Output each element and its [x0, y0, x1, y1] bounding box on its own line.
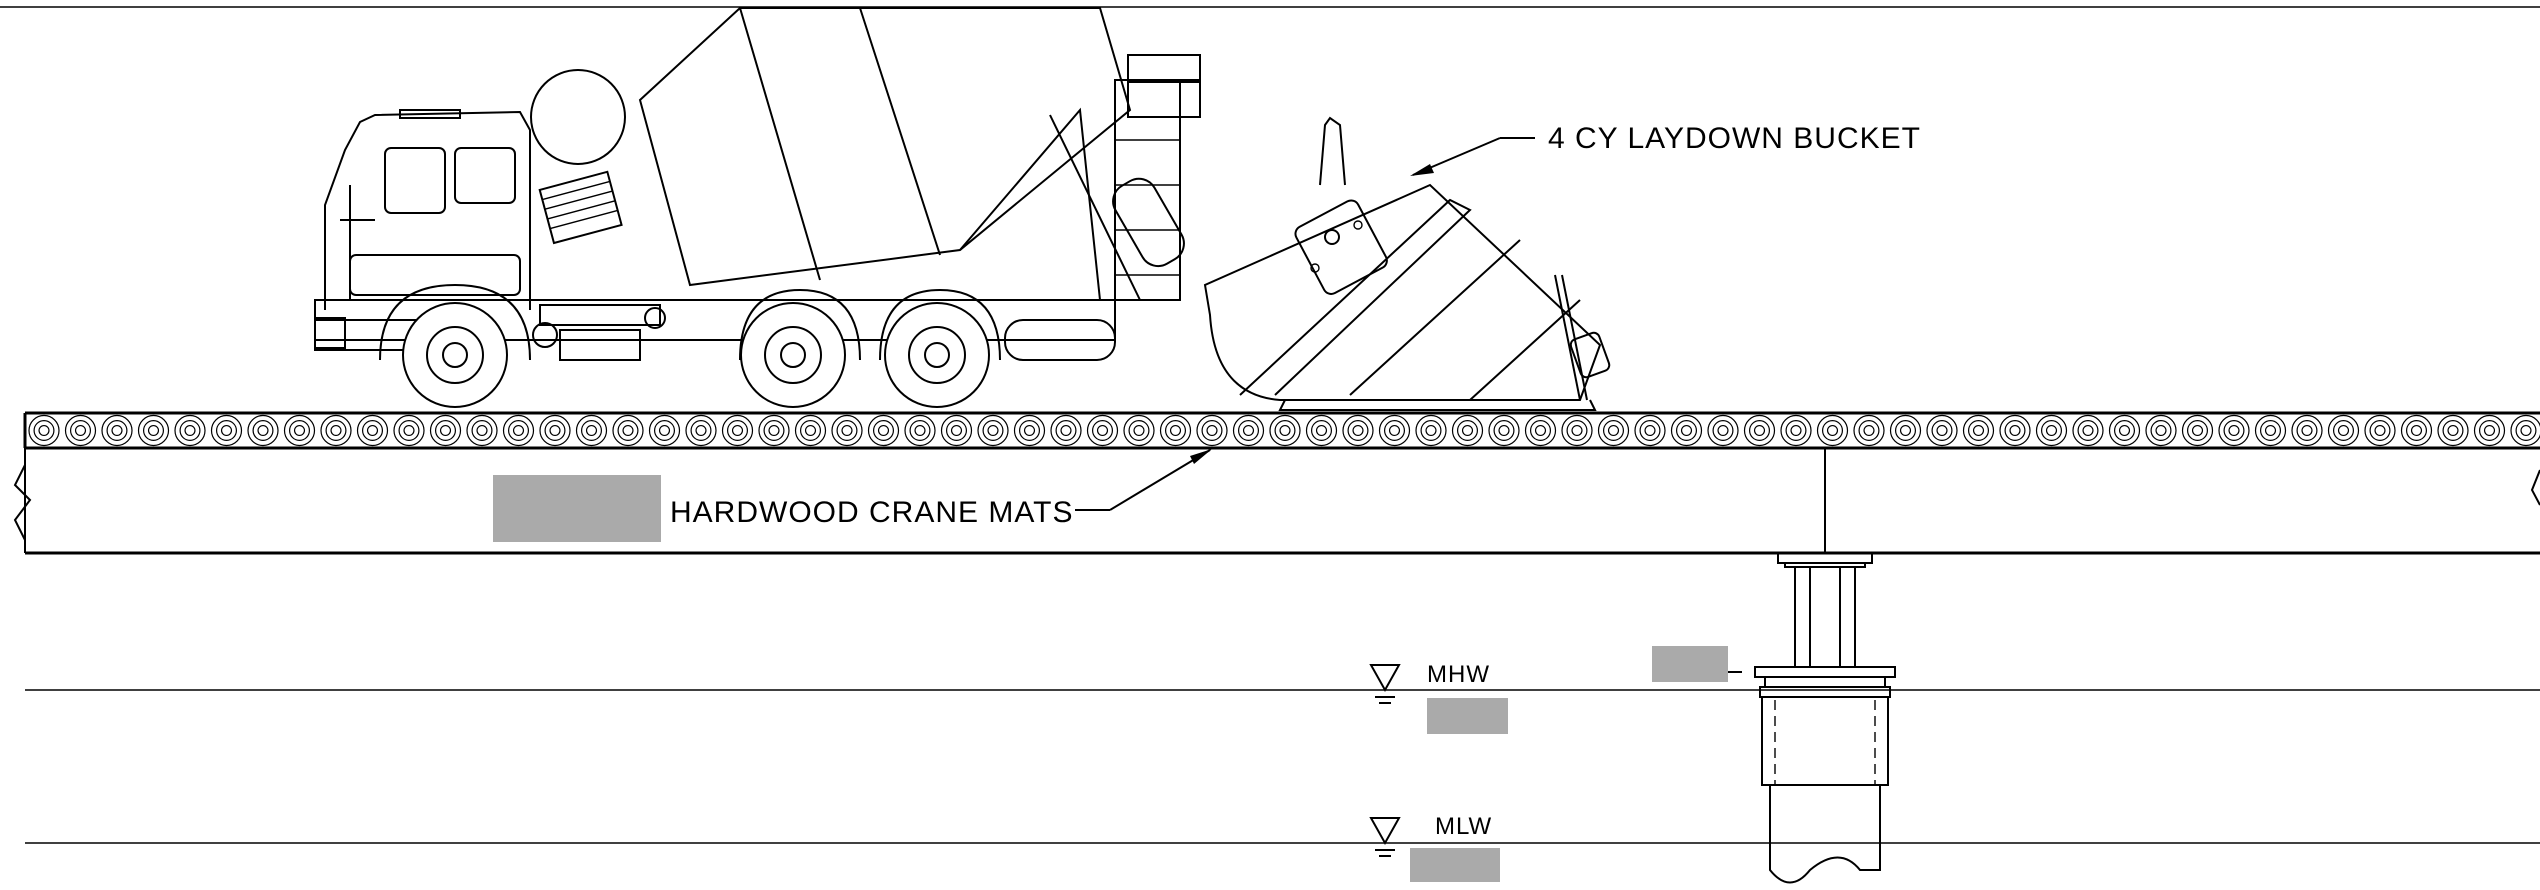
mat-ring — [101, 414, 133, 447]
mat-ring — [1159, 414, 1192, 447]
mat-ring — [137, 414, 170, 447]
mat-ring — [2400, 414, 2433, 447]
redacted-tag-mats — [493, 475, 661, 542]
mat-ring — [2181, 414, 2214, 447]
mat-ring — [1123, 414, 1155, 447]
mat-ring — [1378, 414, 1411, 447]
mlw-label: MLW — [1435, 813, 1492, 840]
mat-ring — [1305, 414, 1338, 447]
mats-label: HARDWOOD CRANE MATS — [670, 496, 1073, 529]
mat-ring — [1816, 414, 1849, 447]
mhw-tide-symbol — [1369, 664, 1401, 704]
mat-ring — [940, 414, 973, 447]
mat-ring — [1013, 414, 1046, 447]
mat-ring — [2510, 414, 2540, 447]
mat-ring — [2364, 414, 2396, 447]
redacted-tag-pile — [1652, 646, 1728, 682]
mats-leader — [1075, 449, 1212, 511]
mat-ring — [721, 414, 754, 447]
mat-ring — [64, 414, 97, 447]
mat-ring — [1926, 414, 1958, 447]
mat-ring — [867, 414, 900, 447]
mat-ring — [1670, 414, 1703, 447]
mat-ring — [502, 414, 535, 447]
mat-ring — [1853, 414, 1885, 447]
mat-ring — [429, 414, 462, 447]
mat-ring — [1707, 414, 1739, 447]
mat-ring — [758, 414, 790, 447]
mat-ring — [210, 414, 243, 447]
laydown-bucket — [1203, 116, 1611, 411]
mat-ring — [1999, 414, 2031, 447]
mat-ring — [1962, 414, 1995, 447]
mat-ring — [1597, 414, 1630, 447]
bucket-label: 4 CY LAYDOWN BUCKET — [1548, 122, 1921, 155]
mat-ring — [575, 414, 608, 447]
mat-ring — [831, 414, 863, 447]
crane-mats-ring — [23, 411, 2540, 450]
mat-ring — [2473, 414, 2506, 447]
mat-ring — [2291, 414, 2323, 447]
mhw-label: MHW — [1427, 661, 1490, 688]
mat-ring — [1086, 414, 1119, 447]
mat-ring — [247, 414, 279, 447]
mat-ring — [2327, 414, 2360, 447]
mat-ring — [28, 414, 60, 447]
mat-ring — [174, 414, 206, 447]
mat-ring — [1196, 414, 1228, 447]
mat-ring — [685, 414, 717, 447]
mat-ring — [1451, 414, 1484, 447]
mat-ring — [2145, 414, 2177, 447]
mat-ring — [1269, 414, 1301, 447]
mat-ring — [794, 414, 827, 447]
mat-ring — [2254, 414, 2287, 447]
mat-ring — [977, 414, 1009, 447]
mlw-tide-symbol — [1369, 817, 1401, 857]
mat-ring — [1561, 414, 1593, 447]
mat-ring — [539, 414, 571, 447]
mat-ring — [612, 414, 644, 447]
mat-ring — [1342, 414, 1374, 447]
mat-ring — [2437, 414, 2469, 447]
mat-end-circles — [28, 414, 2540, 447]
redacted-tag-mhw — [1427, 698, 1508, 734]
mat-ring — [1743, 414, 1776, 447]
mat-ring — [2072, 414, 2104, 447]
mat-ring — [1050, 414, 1082, 447]
mat-ring — [1780, 414, 1812, 447]
mat-ring — [904, 414, 936, 447]
mat-ring — [283, 414, 316, 447]
mat-ring — [2218, 414, 2250, 447]
concrete-mixer-truck — [314, 7, 1201, 408]
mat-ring — [2108, 414, 2141, 447]
front-wheel — [402, 302, 508, 408]
mat-ring — [1889, 414, 1922, 447]
redacted-tag-mlw — [1410, 848, 1500, 882]
deck-beam — [13, 448, 2540, 555]
bucket-leader — [1410, 137, 1535, 176]
mat-ring — [1415, 414, 1447, 447]
mat-ring — [1488, 414, 1520, 447]
mat-ring — [2035, 414, 2068, 447]
mat-ring — [393, 414, 425, 447]
middle-wheel — [740, 302, 846, 408]
mat-ring — [320, 414, 352, 447]
pile-support — [1754, 448, 1896, 884]
mat-ring — [356, 414, 389, 447]
mat-ring — [648, 414, 681, 447]
mat-ring — [1232, 414, 1265, 447]
rear-wheel — [884, 302, 990, 408]
mat-ring — [1634, 414, 1666, 447]
mat-ring — [1524, 414, 1557, 447]
mat-ring — [466, 414, 498, 447]
